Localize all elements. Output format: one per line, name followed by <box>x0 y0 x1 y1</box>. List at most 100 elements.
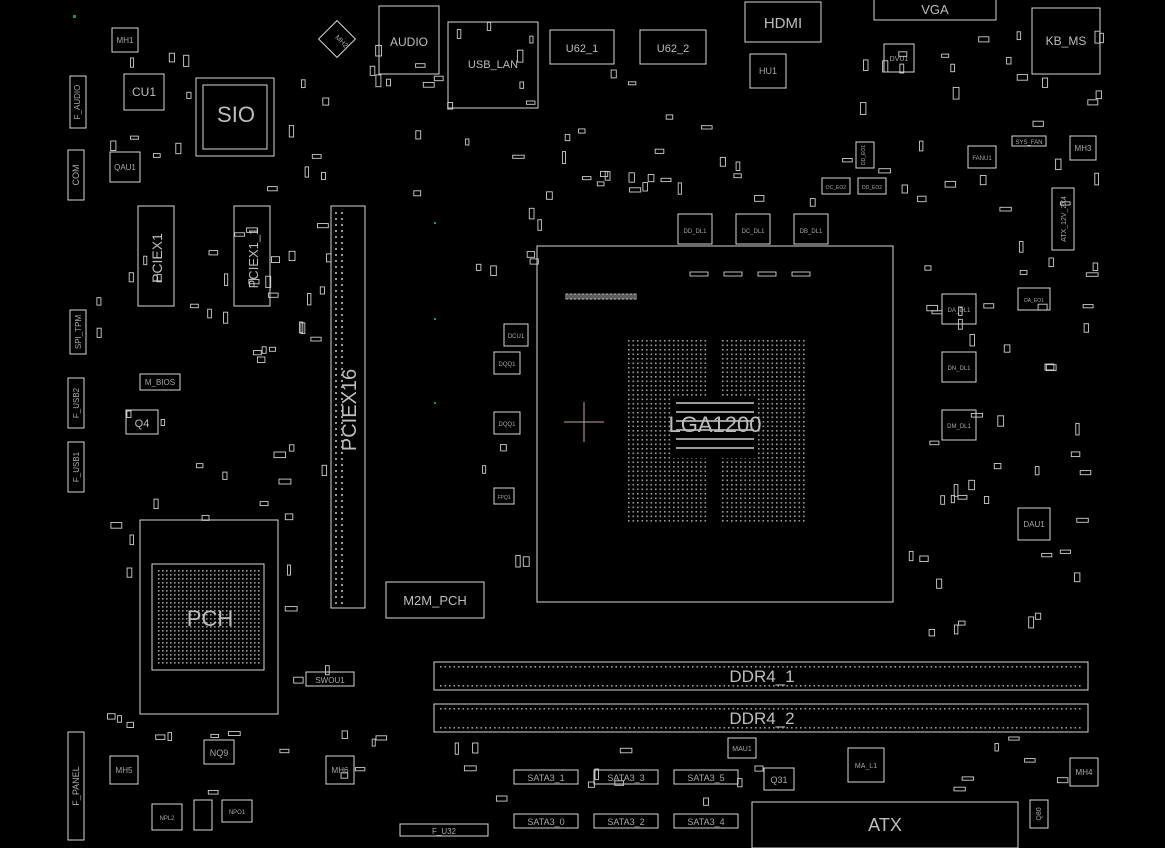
da-dl1-label: DA_DL1 <box>948 308 971 314</box>
pciex1-slot[interactable]: PCIEX1 <box>137 205 175 307</box>
mh2-mounting-hole[interactable]: MH2 <box>317 19 357 59</box>
dcu1-chip[interactable]: DCU1 <box>503 323 529 347</box>
f-usb1-header[interactable]: F_USB1 <box>67 441 85 493</box>
swou1-chip[interactable]: SWOU1 <box>305 671 355 687</box>
spi-tpm-header[interactable]: SPI_TPM <box>69 309 87 355</box>
ddr4-2-pins <box>440 708 1081 729</box>
hdmi-port[interactable]: HDMI <box>744 1 822 43</box>
cpu-pad-array <box>628 340 805 522</box>
dcu1-label: DCU1 <box>508 334 525 340</box>
f-audio-header[interactable]: F_AUDIO <box>69 75 87 129</box>
fpq1-component[interactable]: FPQ1 <box>493 487 515 505</box>
dau1-label: DAU1 <box>1023 520 1045 529</box>
dn-dl1-inductor[interactable]: DN_DL1 <box>941 351 977 383</box>
qau1-chip[interactable]: QAU1 <box>109 151 141 183</box>
db-dl1-label: DB_DL1 <box>800 229 823 235</box>
vga-label: VGA <box>921 2 949 17</box>
sata3-1-port[interactable]: SATA3_1 <box>513 769 579 785</box>
da-dl1-inductor[interactable]: DA_DL1 <box>941 293 977 325</box>
nq9-component[interactable]: NQ9 <box>203 739 235 765</box>
m2m-pch-label: M2M_PCH <box>403 593 467 608</box>
f-audio-label: F_AUDIO <box>73 85 82 120</box>
mh3-label: MH3 <box>1075 144 1092 153</box>
qau1-label: QAU1 <box>114 163 136 172</box>
dd-dl1-inductor[interactable]: DD_DL1 <box>677 213 713 245</box>
sata3-0-label: SATA3_0 <box>527 817 564 827</box>
ma-l1-inductor[interactable]: MA_L1 <box>847 747 885 783</box>
sata3-4-port[interactable]: SATA3_4 <box>673 813 739 829</box>
npl2-component[interactable]: NPL2 <box>151 803 183 831</box>
sata3-5-label: SATA3_5 <box>687 773 724 783</box>
u62-1-label: U62_1 <box>566 43 598 55</box>
f-panel-header[interactable]: F_PANEL <box>67 731 85 841</box>
db-dl1-inductor[interactable]: DB_DL1 <box>793 213 829 245</box>
atx-12v-connector[interactable]: ATX_12V_2X4 <box>1051 187 1075 251</box>
usb-lan-port[interactable]: USB_LAN <box>447 21 539 109</box>
mh5-mounting-hole[interactable]: MH5 <box>109 755 139 785</box>
m-bios-label: M_BIOS <box>145 378 175 387</box>
ddr4-1-label: DDR4_1 <box>729 667 794 686</box>
m2m-pch-slot[interactable]: M2M_PCH <box>385 581 485 619</box>
dau1-chip[interactable]: DAU1 <box>1017 507 1051 541</box>
q31-component[interactable]: Q31 <box>763 767 795 791</box>
m-bios-chip[interactable]: M_BIOS <box>139 373 181 391</box>
u62-1-port[interactable]: U62_1 <box>549 29 615 65</box>
f-usb2-header[interactable]: F_USB2 <box>67 377 85 429</box>
pch-chip[interactable]: PCH <box>139 519 279 715</box>
ddr4-1-slot[interactable]: DDR4_1 <box>433 661 1089 691</box>
sata3-5-port[interactable]: SATA3_5 <box>673 769 739 785</box>
mh6-mounting-hole[interactable]: MH6 <box>325 755 355 785</box>
mh3-mounting-hole[interactable]: MH3 <box>1069 135 1097 161</box>
u62-2-port[interactable]: U62_2 <box>639 29 707 65</box>
npo2-component[interactable] <box>193 799 213 831</box>
fanu1-chip[interactable]: FANU1 <box>967 145 997 169</box>
audio-jack[interactable]: AUDIO <box>378 5 440 75</box>
q80-component[interactable]: Q80 <box>1029 799 1049 829</box>
ddr4-2-slot[interactable]: DDR4_2 <box>433 703 1089 733</box>
pch-pad-array <box>158 570 260 664</box>
dm-dl1-label: DM_DL1 <box>947 424 971 430</box>
mh1-mounting-hole[interactable]: MH1 <box>111 27 139 53</box>
mh4-mounting-hole[interactable]: MH4 <box>1069 757 1099 787</box>
sata3-0-port[interactable]: SATA3_0 <box>513 813 579 829</box>
sata3-3-port[interactable]: SATA3_3 <box>593 769 659 785</box>
spi-tpm-label: SPI_TPM <box>74 315 83 350</box>
q4-component[interactable]: Q4 <box>125 409 159 435</box>
dqq1-secondary-component[interactable]: DQQ1 <box>493 411 521 435</box>
pciex16-slot[interactable]: PCIEX16 <box>330 205 366 609</box>
hu1-chip[interactable]: HU1 <box>749 53 787 89</box>
dd-eo2-label: DD_EO2 <box>862 185 882 191</box>
dd-eo1-component[interactable]: DD_EO1 <box>855 141 875 169</box>
npo1-component[interactable]: NPO1 <box>221 799 253 823</box>
vga-port[interactable]: VGA <box>873 0 997 21</box>
cu1-label: CU1 <box>132 85 156 99</box>
dd-eo2-component[interactable]: DD_EO2 <box>857 177 887 195</box>
dd-dl1-label: DD_DL1 <box>683 229 707 235</box>
dc-dl1-inductor[interactable]: DC_DL1 <box>735 213 771 245</box>
cu1-chip[interactable]: CU1 <box>123 73 165 111</box>
dqq1-label: DQQ1 <box>498 362 516 368</box>
dvu1-label: DVU1 <box>890 56 909 63</box>
dqq1-component[interactable]: DQQ1 <box>493 351 521 375</box>
da-eo1-component[interactable]: DA_EO1 <box>1017 287 1051 311</box>
sys-fan-header[interactable]: SYS_FAN <box>1011 135 1047 147</box>
mau1-chip[interactable]: MAU1 <box>727 737 757 759</box>
dqq1-secondary-label: DQQ1 <box>498 422 516 428</box>
com-header[interactable]: COM <box>67 149 85 201</box>
dvu1-chip[interactable]: DVU1 <box>883 43 915 73</box>
kb-ms-port[interactable]: KB_MS <box>1031 7 1101 75</box>
dc-eo2-component[interactable]: DC_EO2 <box>821 177 851 195</box>
npo1-label: NPO1 <box>229 810 246 816</box>
f-usb1-label: F_USB1 <box>72 451 81 482</box>
pciex1-1-label: PCIEX1_1 <box>246 228 261 289</box>
f-u32-header[interactable]: F_U32 <box>399 823 489 837</box>
crosshair-cursor-icon <box>564 402 604 442</box>
sata3-2-port[interactable]: SATA3_2 <box>593 813 659 829</box>
pciex1-1-slot[interactable]: PCIEX1_1 <box>233 205 271 307</box>
f-u32-label: F_U32 <box>432 827 457 836</box>
sio-chip[interactable]: SIO <box>195 77 275 157</box>
lga1200-socket[interactable]: LGA1200 <box>536 245 894 603</box>
atx-power-connector[interactable]: ATX <box>751 801 1019 848</box>
dm-dl1-inductor[interactable]: DM_DL1 <box>941 409 977 441</box>
